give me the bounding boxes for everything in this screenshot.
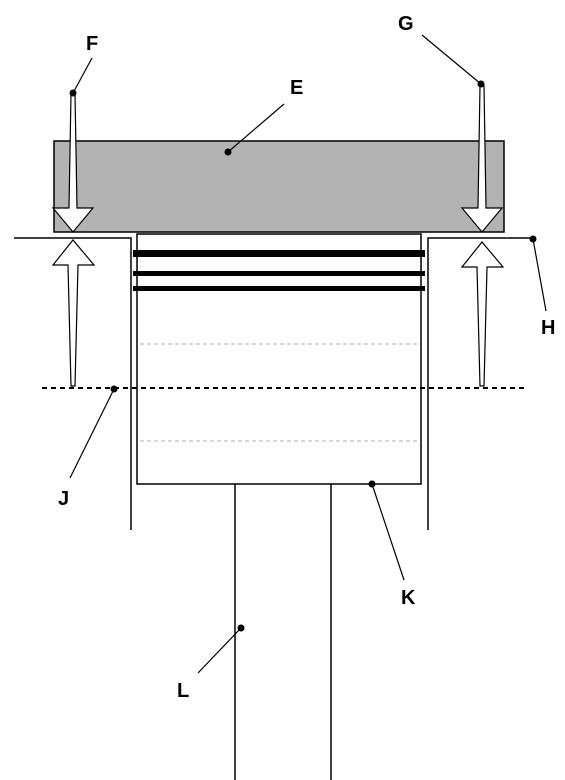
dot-K — [368, 480, 376, 488]
left-down-arrow — [51, 93, 95, 233]
leader-G — [421, 34, 482, 85]
dot-F — [69, 89, 77, 97]
leader-H — [532, 238, 547, 312]
label-F: F — [86, 33, 98, 55]
label-K: K — [401, 587, 416, 609]
deck-line-left — [14, 237, 132, 530]
dot-H — [529, 235, 537, 243]
label-E: E — [290, 77, 303, 99]
leader-K — [371, 483, 405, 581]
dot-J — [110, 385, 118, 393]
leader-E — [227, 103, 285, 153]
deck-line-right — [427, 237, 530, 530]
dot-G — [477, 80, 485, 88]
dot-E — [224, 148, 232, 156]
right-down-arrow — [460, 85, 504, 233]
piston-ring-middle — [133, 271, 425, 276]
right-up-arrow — [460, 241, 505, 387]
piston-ring-bottom — [133, 286, 425, 291]
leader-F — [72, 57, 93, 94]
cylinder-head-block — [53, 140, 505, 233]
dot-L — [237, 624, 245, 632]
label-G: G — [398, 13, 414, 35]
leader-L — [197, 627, 242, 674]
leader-J — [69, 388, 115, 479]
left-up-arrow — [51, 239, 96, 387]
label-H: H — [541, 317, 555, 339]
label-L: L — [177, 680, 189, 702]
label-J: J — [58, 488, 69, 510]
piston-ring-top — [133, 250, 425, 257]
